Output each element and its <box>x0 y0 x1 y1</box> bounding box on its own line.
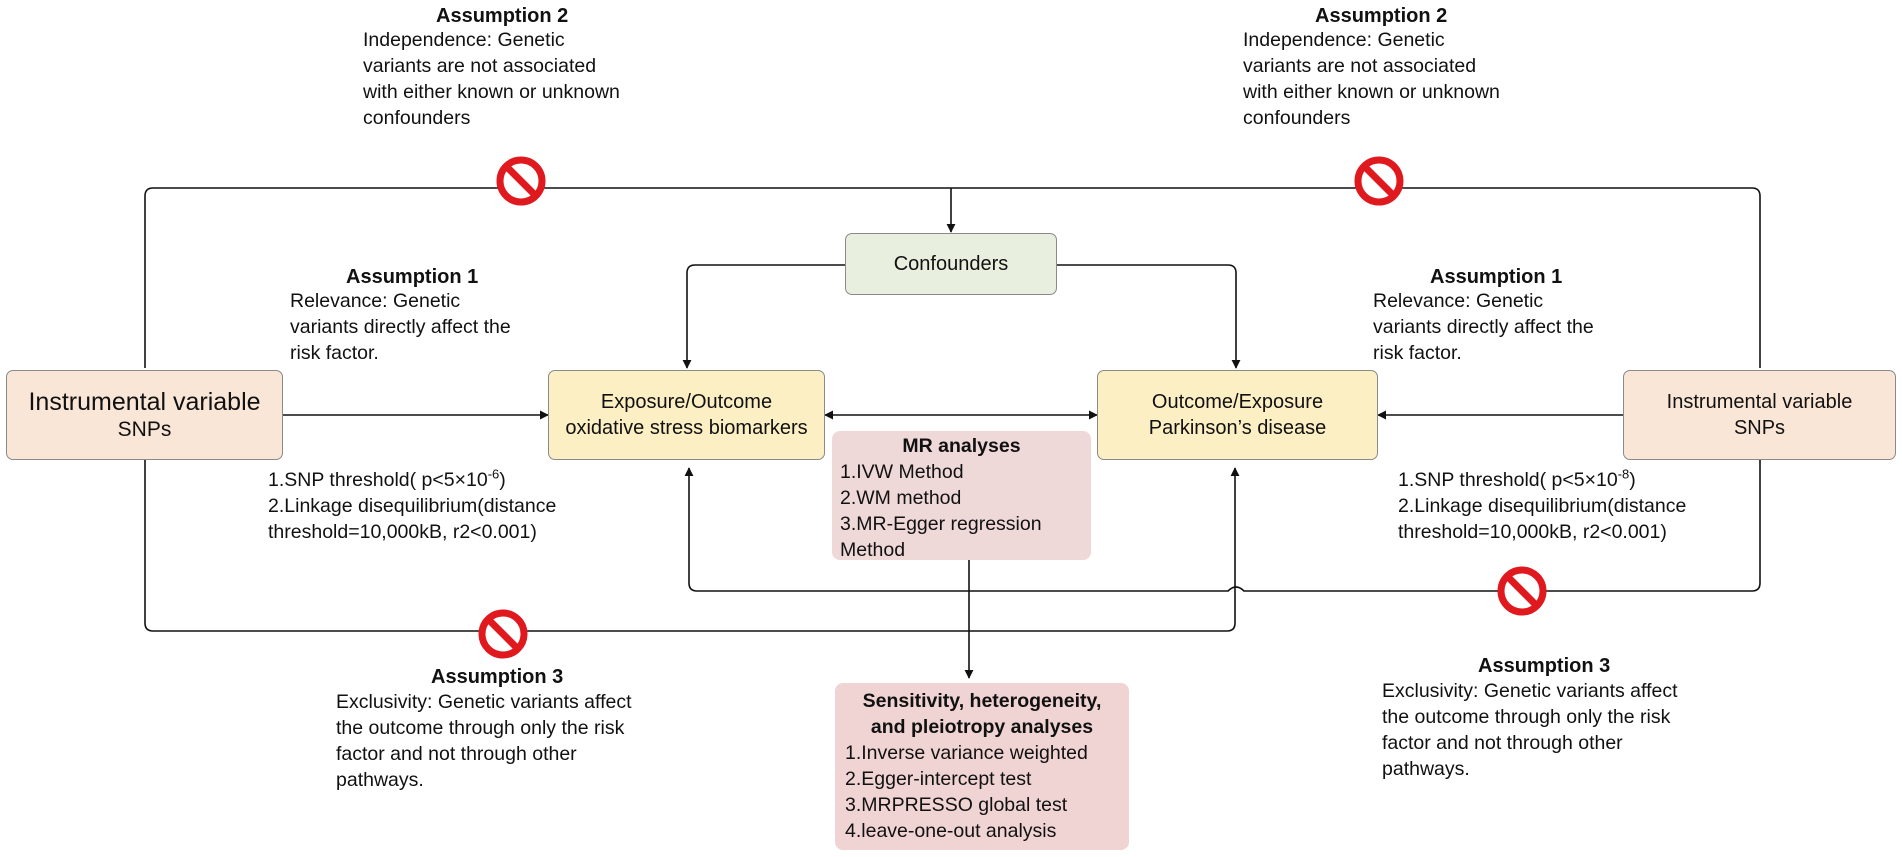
assumption2-right-line: with either known or unknown <box>1243 81 1500 103</box>
sensitivity-box: Sensitivity, heterogeneity, and pleiotro… <box>835 683 1129 850</box>
ld-threshold-left-line1: 2.Linkage disequilibrium(distance <box>268 495 557 517</box>
mr-analyses-title: MR analyses <box>902 435 1021 457</box>
assumption2-left-text: Independence: Genetic variants are not a… <box>363 27 620 131</box>
exposure-right-subtitle: Parkinson’s disease <box>1148 417 1327 439</box>
assumption1-right-line: Relevance: Genetic <box>1373 290 1544 312</box>
assumption1-left-title: Assumption 1 <box>346 266 479 288</box>
instrument-left-title: Instrumental variable <box>28 388 261 416</box>
assumption3-left-text: Exclusivity: Genetic variants affect the… <box>336 689 632 793</box>
mr-method-item: 2.WM method <box>840 487 962 509</box>
assumption3-right-line: pathways. <box>1382 758 1470 780</box>
instrument-right-title: Instrumental variable <box>1666 391 1853 413</box>
assumption1-right-line: variants directly affect the <box>1373 316 1594 338</box>
assumption2-right-text: Independence: Genetic variants are not a… <box>1243 27 1500 131</box>
exposure-right-title: Outcome/Exposure <box>1151 391 1324 413</box>
assumption2-right-title: Assumption 2 <box>1315 5 1448 27</box>
threshold-right-text: 1.SNP threshold( p<5×10-8) 2.Linkage dis… <box>1398 467 1686 545</box>
confounder-to-right-exposure-arrow <box>1057 264 1241 369</box>
assumption3-right-line: factor and not through other <box>1382 732 1623 754</box>
left-exclusivity-path <box>144 460 1240 632</box>
snp-threshold-left: 1.SNP threshold( p<5×10-6) <box>268 466 506 492</box>
independence-path <box>144 187 1761 368</box>
exposure-left-box: Exposure/Outcome oxidative stress biomar… <box>548 370 825 460</box>
right-exclusivity-path <box>684 460 1761 592</box>
sensitivity-item: 3.MRPRESSO global test <box>845 794 1068 816</box>
assumption1-right-line: risk factor. <box>1373 342 1462 364</box>
assumption1-right-text: Relevance: Genetic variants directly aff… <box>1373 288 1594 366</box>
instrument-left-subtitle: SNPs <box>117 418 172 441</box>
confounders-box: Confounders <box>845 233 1057 295</box>
mr-method-item: Method <box>840 539 906 561</box>
prohibited-icon-top-left <box>496 156 546 206</box>
exposure-right-box: Outcome/Exposure Parkinson’s disease <box>1097 370 1378 460</box>
exposure-left-subtitle: oxidative stress biomarkers <box>565 417 808 439</box>
assumption2-left-line: Independence: Genetic <box>363 29 565 51</box>
instrument-right-subtitle: SNPs <box>1733 417 1786 439</box>
assumption3-left-line: Exclusivity: Genetic variants affect <box>336 691 632 713</box>
assumption1-left-line: risk factor. <box>290 342 379 364</box>
prohibited-icon-bottom-left <box>478 609 528 659</box>
exposure-left-title: Exposure/Outcome <box>600 391 773 413</box>
sensitivity-title-line2: and pleiotropy analyses <box>870 716 1094 738</box>
assumption3-left-line: factor and not through other <box>336 743 577 765</box>
instrument-left-box: Instrumental variable SNPs <box>6 370 283 460</box>
assumption3-right-line: Exclusivity: Genetic variants affect <box>1382 680 1678 702</box>
prohibited-icon-bottom-right <box>1497 566 1547 616</box>
sensitivity-title-line1: Sensitivity, heterogeneity, <box>862 690 1102 712</box>
assumption3-right-line: the outcome through only the risk <box>1382 706 1671 728</box>
ld-threshold-right-line2: threshold=10,000kB, r2<0.001) <box>1398 521 1667 543</box>
assumption1-left-text: Relevance: Genetic variants directly aff… <box>290 288 511 366</box>
confounders-label: Confounders <box>893 253 1009 275</box>
assumption2-left-line: with either known or unknown <box>363 81 620 103</box>
assumption2-left-title: Assumption 2 <box>436 5 569 27</box>
assumption3-left-line: the outcome through only the risk <box>336 717 625 739</box>
ld-threshold-left-line2: threshold=10,000kB, r2<0.001) <box>268 521 537 543</box>
sensitivity-item: 2.Egger-intercept test <box>845 768 1032 790</box>
assumption1-right-title: Assumption 1 <box>1430 266 1563 288</box>
ld-threshold-right-line1: 2.Linkage disequilibrium(distance <box>1398 495 1687 517</box>
assumption2-right-line: variants are not associated <box>1243 55 1477 77</box>
snp-threshold-right: 1.SNP threshold( p<5×10-8) <box>1398 466 1636 492</box>
sensitivity-item: 4.leave-one-out analysis <box>845 820 1057 842</box>
prohibited-icon-top-right <box>1354 156 1404 206</box>
assumption2-right-line: Independence: Genetic <box>1243 29 1445 51</box>
assumption2-left-line: variants are not associated <box>363 55 597 77</box>
assumption3-left-line: pathways. <box>336 769 424 791</box>
confounder-to-left-exposure-arrow <box>682 264 845 369</box>
instrument-right-box: Instrumental variable SNPs <box>1623 370 1896 460</box>
mr-analyses-box: MR analyses 1.IVW Method 2.WM method 3.M… <box>832 431 1091 561</box>
sensitivity-item: 1.Inverse variance weighted <box>845 742 1088 764</box>
assumption3-right-title: Assumption 3 <box>1478 655 1611 677</box>
mr-method-item: 3.MR-Egger regression <box>840 513 1042 535</box>
assumption3-right-text: Exclusivity: Genetic variants affect the… <box>1382 678 1678 782</box>
assumption1-left-line: variants directly affect the <box>290 316 511 338</box>
assumption2-right-line: confounders <box>1243 107 1351 129</box>
assumption2-left-line: confounders <box>363 107 471 129</box>
mr-method-item: 1.IVW Method <box>840 461 964 483</box>
assumption3-left-title: Assumption 3 <box>431 666 564 688</box>
assumption1-left-line: Relevance: Genetic <box>290 290 461 312</box>
threshold-left-text: 1.SNP threshold( p<5×10-6) 2.Linkage dis… <box>268 467 556 545</box>
